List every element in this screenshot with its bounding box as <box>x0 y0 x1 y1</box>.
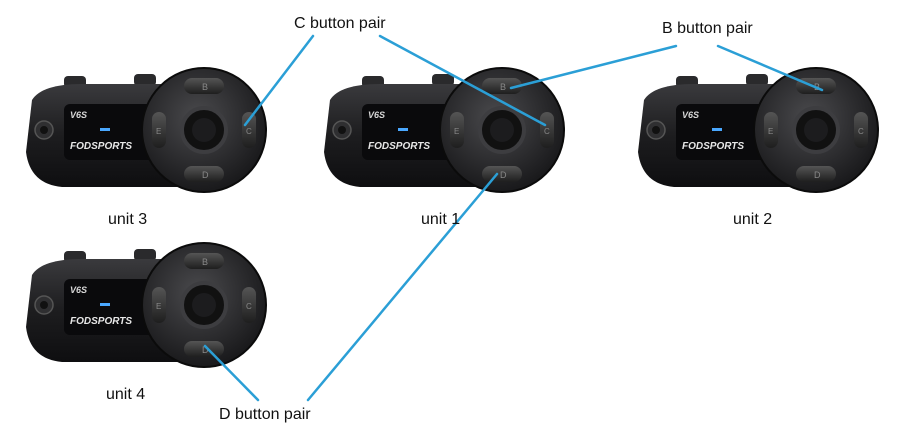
button-letter-d: D <box>202 170 209 180</box>
device-unit-2: V6S FODSPORTS B D E C <box>638 67 879 193</box>
device-unit-1: V6S FODSPORTS B D E C <box>324 67 565 193</box>
leader-b-unit-1 <box>509 44 678 90</box>
button-letter-e: E <box>156 127 161 136</box>
button-letter-b: B <box>500 82 506 92</box>
model-text: V6S <box>368 110 385 120</box>
callout-b-button-pair: B button pair <box>662 20 753 37</box>
leader-d-unit-1 <box>306 172 499 402</box>
unit-label-1: unit 1 <box>421 211 461 228</box>
button-letter-d: D <box>500 170 507 180</box>
model-text: V6S <box>70 110 87 120</box>
callout-d-button-pair: D button pair <box>219 406 311 423</box>
button-letter-e: E <box>768 127 773 136</box>
leader-c-unit-3 <box>243 34 315 127</box>
leader-b-unit-2 <box>716 44 824 92</box>
unit-label-2: unit 2 <box>733 211 773 228</box>
unit-label-4: unit 4 <box>106 386 146 403</box>
button-letter-c: C <box>246 302 252 311</box>
callout-c-button-pair: C button pair <box>294 15 386 32</box>
leader-d-unit-4 <box>203 344 260 402</box>
button-letter-d: D <box>814 170 821 180</box>
button-letter-c: C <box>246 127 252 136</box>
button-letter-b: B <box>202 82 208 92</box>
model-text: V6S <box>682 110 699 120</box>
model-text: V6S <box>70 285 87 295</box>
button-letter-d: D <box>202 345 209 355</box>
device-unit-3: V6S FODSPORTS B D E C <box>26 67 267 193</box>
button-letter-c: C <box>544 127 550 136</box>
unit-label-3: unit 3 <box>108 211 148 228</box>
button-letter-c: C <box>858 127 864 136</box>
brand-text: FODSPORTS <box>70 316 132 327</box>
button-letter-e: E <box>156 302 161 311</box>
brand-text: FODSPORTS <box>70 141 132 152</box>
button-letter-b: B <box>202 257 208 267</box>
button-letter-e: E <box>454 127 459 136</box>
brand-text: FODSPORTS <box>368 141 430 152</box>
device-unit-4: V6S FODSPORTS B D E C <box>26 242 267 368</box>
leader-c-unit-1 <box>378 34 547 127</box>
brand-text: FODSPORTS <box>682 141 744 152</box>
